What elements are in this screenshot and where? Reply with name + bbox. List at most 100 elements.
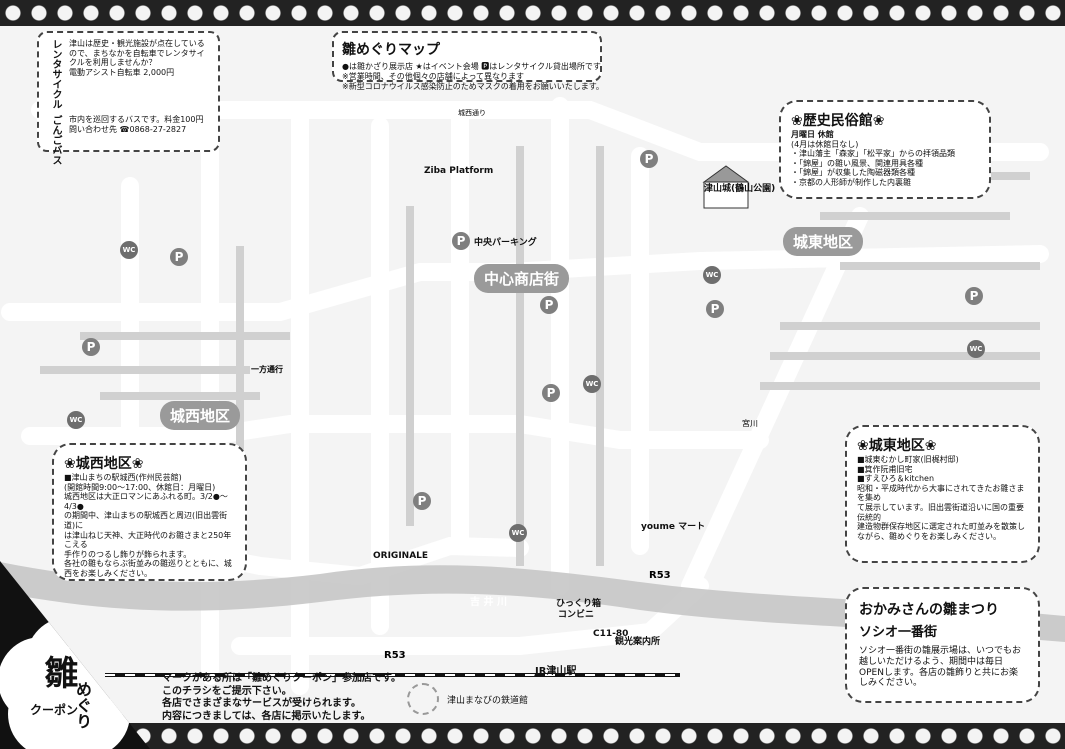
bus-details: 市内を巡回するバスです。料金100円 問い合わせ先 ☎0868-27-2827 — [69, 115, 212, 165]
legend-line-1: ●は雛かざり展示店 ★はイベント会場 🅿はレンタサイクル貸出場所です — [342, 62, 601, 71]
jonishi-item: ■津山まちの駅城西(作州民芸館) — [64, 473, 182, 482]
johigashi-item: て展示しています。旧出雲街道沿いに国の重要伝統的 — [857, 502, 1024, 522]
parking-icon: P — [413, 492, 431, 510]
wheel-icon — [407, 683, 439, 715]
wc-icon: WC — [583, 375, 601, 393]
parking-icon: P — [170, 248, 188, 266]
map-title: 雛めぐりマップ — [342, 42, 440, 58]
parking-icon: P — [540, 296, 558, 314]
bottom-decorative-strip — [0, 723, 1065, 749]
johigashi-pill: 城東地区 — [783, 227, 864, 256]
jonishi-pill: 城西地区 — [160, 401, 241, 430]
rental-details: 津山は歴史・観光施設が点在しているので、まちなかを自転車でレンタサイクルを利用し… — [69, 39, 212, 109]
jonishi-item: は津山ねじ天神、大正時代のお雛さまと250年こえる — [64, 530, 232, 550]
street-map: 城西通り 吉 井 川 R53 R53 宮川 一方通行 — [0, 97, 1065, 695]
central-shopping-pill: 中心商店街 — [474, 264, 570, 293]
wc-icon: WC — [509, 524, 527, 542]
r53-label-b: R53 — [384, 650, 406, 661]
history-museum-closed: 月曜日 休館 — [791, 130, 834, 139]
hitsujiya-label: ひっくり箱 — [556, 599, 602, 609]
johigashi-item: ■すえひろ＆kitchen — [857, 474, 935, 484]
c11-label: C11-80 — [593, 629, 629, 639]
bus-title: ごんごバス — [50, 115, 61, 165]
rental-section: レンタサイクル 津山は歴史・観光施設が点在しているので、まちなかを自転車でレンタ… — [45, 39, 212, 109]
jonishi-info-content: ❀城西地区❀ ■津山まちの駅城西(作州民芸館) (開館時間9:00～17:00、… — [54, 445, 245, 587]
railway-museum: 津山まなびの鉄道館 — [407, 683, 528, 715]
tsuyama-castle-icon — [702, 165, 750, 209]
parking-icon: P — [965, 287, 983, 305]
johigashi-item: ■箕作阮甫旧宅 — [857, 464, 913, 474]
history-museum-item: ・「錦屋」が収集した陶磁器類各種 — [791, 168, 915, 178]
parking-icon: P — [640, 150, 658, 168]
parking-icon: P — [452, 232, 470, 250]
history-museum-note: (4月は休館日なし) — [791, 139, 859, 149]
johigashi-info-box: ❀城東地区❀ ■城東むかし町家(旧梶村邸) ■箕作阮甫旧宅 ■すえひろ＆kitc… — [845, 425, 1040, 563]
jonishi-item: の期間中、津山まちの駅城西と周辺(旧出雲街道)に — [64, 511, 228, 530]
contact-text: 問い合わせ先 ☎0868-27-2827 — [69, 124, 187, 134]
one-way-label: 一方通行 — [251, 364, 283, 374]
originale-label: ORIGINALE — [373, 551, 429, 561]
wc-icon: WC — [67, 411, 85, 429]
rental-bus-info: レンタサイクル 津山は歴史・観光施設が点在しているので、まちなかを自転車でレンタ… — [37, 31, 220, 165]
coupon-note-line: このチラシをご提示下さい。 — [162, 685, 292, 697]
minor-roads — [40, 146, 1040, 566]
wc-icon: WC — [967, 340, 985, 358]
johigashi-title: ❀城東地区❀ — [857, 438, 937, 454]
jonishi-item: (開館時間9:00～17:00、休館日：月曜日) — [64, 482, 216, 492]
history-museum-item: ・京都の人形師が制作した内裏雛 — [791, 177, 911, 187]
parking-icon: P — [82, 338, 100, 356]
convenience-label: コンビニ — [558, 610, 595, 620]
johigashi-item: 建造物群保存地区に選定された町並みを散策しながら、雛めぐりをお楽しみください。 — [857, 522, 1025, 541]
rental-text: 津山は歴史・観光施設が点在しているので、まちなかを自転車でレンタサイクルを利用し… — [69, 39, 205, 68]
wc-icon: WC — [120, 241, 138, 259]
r53-label-a: R53 — [649, 570, 671, 581]
history-museum-box: ❀歴史民俗館❀ 月曜日 休館 (4月は休館日なし) ・津山藩主「森家」「松平家」… — [779, 100, 991, 199]
top-decorative-strip — [0, 0, 1065, 26]
rental-fee: 電動アシスト自転車 2,000円 — [69, 67, 175, 77]
okami-title: おかみさんの雛まつり — [859, 602, 999, 618]
chuo-parking-label: 中央パーキング — [474, 238, 537, 248]
yoshii-river-label: 吉 井 川 — [470, 595, 507, 608]
wc-icon: WC — [703, 266, 721, 284]
coupon-note-line: 各店でさまざまなサービスが受けられます。 — [162, 698, 361, 709]
legend-box: 雛めぐりマップ ●は雛かざり展示店 ★はイベント会場 🅿はレンタサイクル貸出場所… — [332, 31, 604, 91]
coupon-note: マークがある所は「雛めぐりクーポン」参加店です。 このチラシをご提示下さい。 各… — [162, 673, 412, 723]
flower-pattern — [0, 0, 1065, 26]
tsuyama-castle-label: 津山城(鶴山公園) — [704, 184, 776, 194]
history-museum-item: ・「錦屋」の雛い風景、関連用具各種 — [791, 158, 923, 168]
jonishi-item: 各社の雛もならぶ街並みの雛巡りとともに、城西をお楽しみください。 — [64, 559, 232, 578]
coupon-note-title: マークがある所は「雛めぐりクーポン」参加店です。 — [162, 673, 401, 684]
jonishi-item: 手作りのつるし飾りが飾られます。 — [64, 549, 192, 559]
jonishi-item: 城西地区は大正ロマンにあふれる町。3/2●～4/3● — [64, 492, 228, 511]
railway-museum-label: 津山まなびの鉄道館 — [447, 695, 529, 706]
legend-line-3: ※新型コロナウイルス感染防止のためマスクの着用をお願いいたします。 — [342, 82, 604, 91]
johigashi-item: 昭和・平成時代から大事にされてきたお雛さまを集め — [857, 483, 1025, 503]
johigashi-item: ■城東むかし町家(旧梶村邸) — [857, 455, 959, 464]
miyagawa-label: 宮川 — [742, 418, 758, 428]
parking-icon: P — [706, 300, 724, 318]
logo-small-text: めぐり — [73, 681, 92, 729]
history-museum-title: ❀歴史民俗館❀ — [791, 113, 885, 129]
rental-title: レンタサイクル — [50, 39, 61, 109]
legend-line-2: ※営業時間、その他個々の店舗によって異なります — [342, 72, 525, 81]
okami-text: ソシオ一番街の雛展示場は、いつでもお越しいただけるよう、期間中は毎日OPENしま… — [859, 646, 1022, 689]
bus-text: 市内を巡回するバスです。料金100円 — [69, 115, 204, 124]
parking-icon: P — [542, 384, 560, 402]
main-roads — [1, 97, 1049, 695]
okami-subtitle: ソシオ一番街 — [859, 625, 938, 640]
yoshii-river — [0, 562, 1065, 642]
jonishi-info-box: ❀城西地区❀ ■津山まちの駅城西(作州民芸館) (開館時間9:00～17:00、… — [52, 443, 247, 581]
coupon-note-line: 内容につきましては、各店に掲示いたします。 — [162, 710, 371, 722]
okami-content: おかみさんの雛まつり ソシオ一番街 ソシオ一番街の雛展示場は、いつでもお越しいた… — [847, 589, 1038, 699]
logo-coupon-text: クーポン — [30, 703, 79, 717]
jonishi-title: ❀城西地区❀ — [64, 456, 144, 472]
flower-pattern — [0, 723, 1065, 749]
ziba-label: Ziba Platform — [424, 166, 494, 176]
jr-tsuyama-station-label: JR津山駅 — [535, 666, 577, 677]
joseidori-label: 城西通り — [458, 108, 486, 117]
youme-label: youme マート — [641, 522, 706, 532]
johigashi-info-content: ❀城東地区❀ ■城東むかし町家(旧梶村邸) ■箕作阮甫旧宅 ■すえひろ＆kitc… — [847, 427, 1038, 549]
history-museum-content: ❀歴史民俗館❀ 月曜日 休館 (4月は休館日なし) ・津山藩主「森家」「松平家」… — [781, 102, 989, 196]
kanko-label: 観光案内所 — [615, 637, 661, 647]
